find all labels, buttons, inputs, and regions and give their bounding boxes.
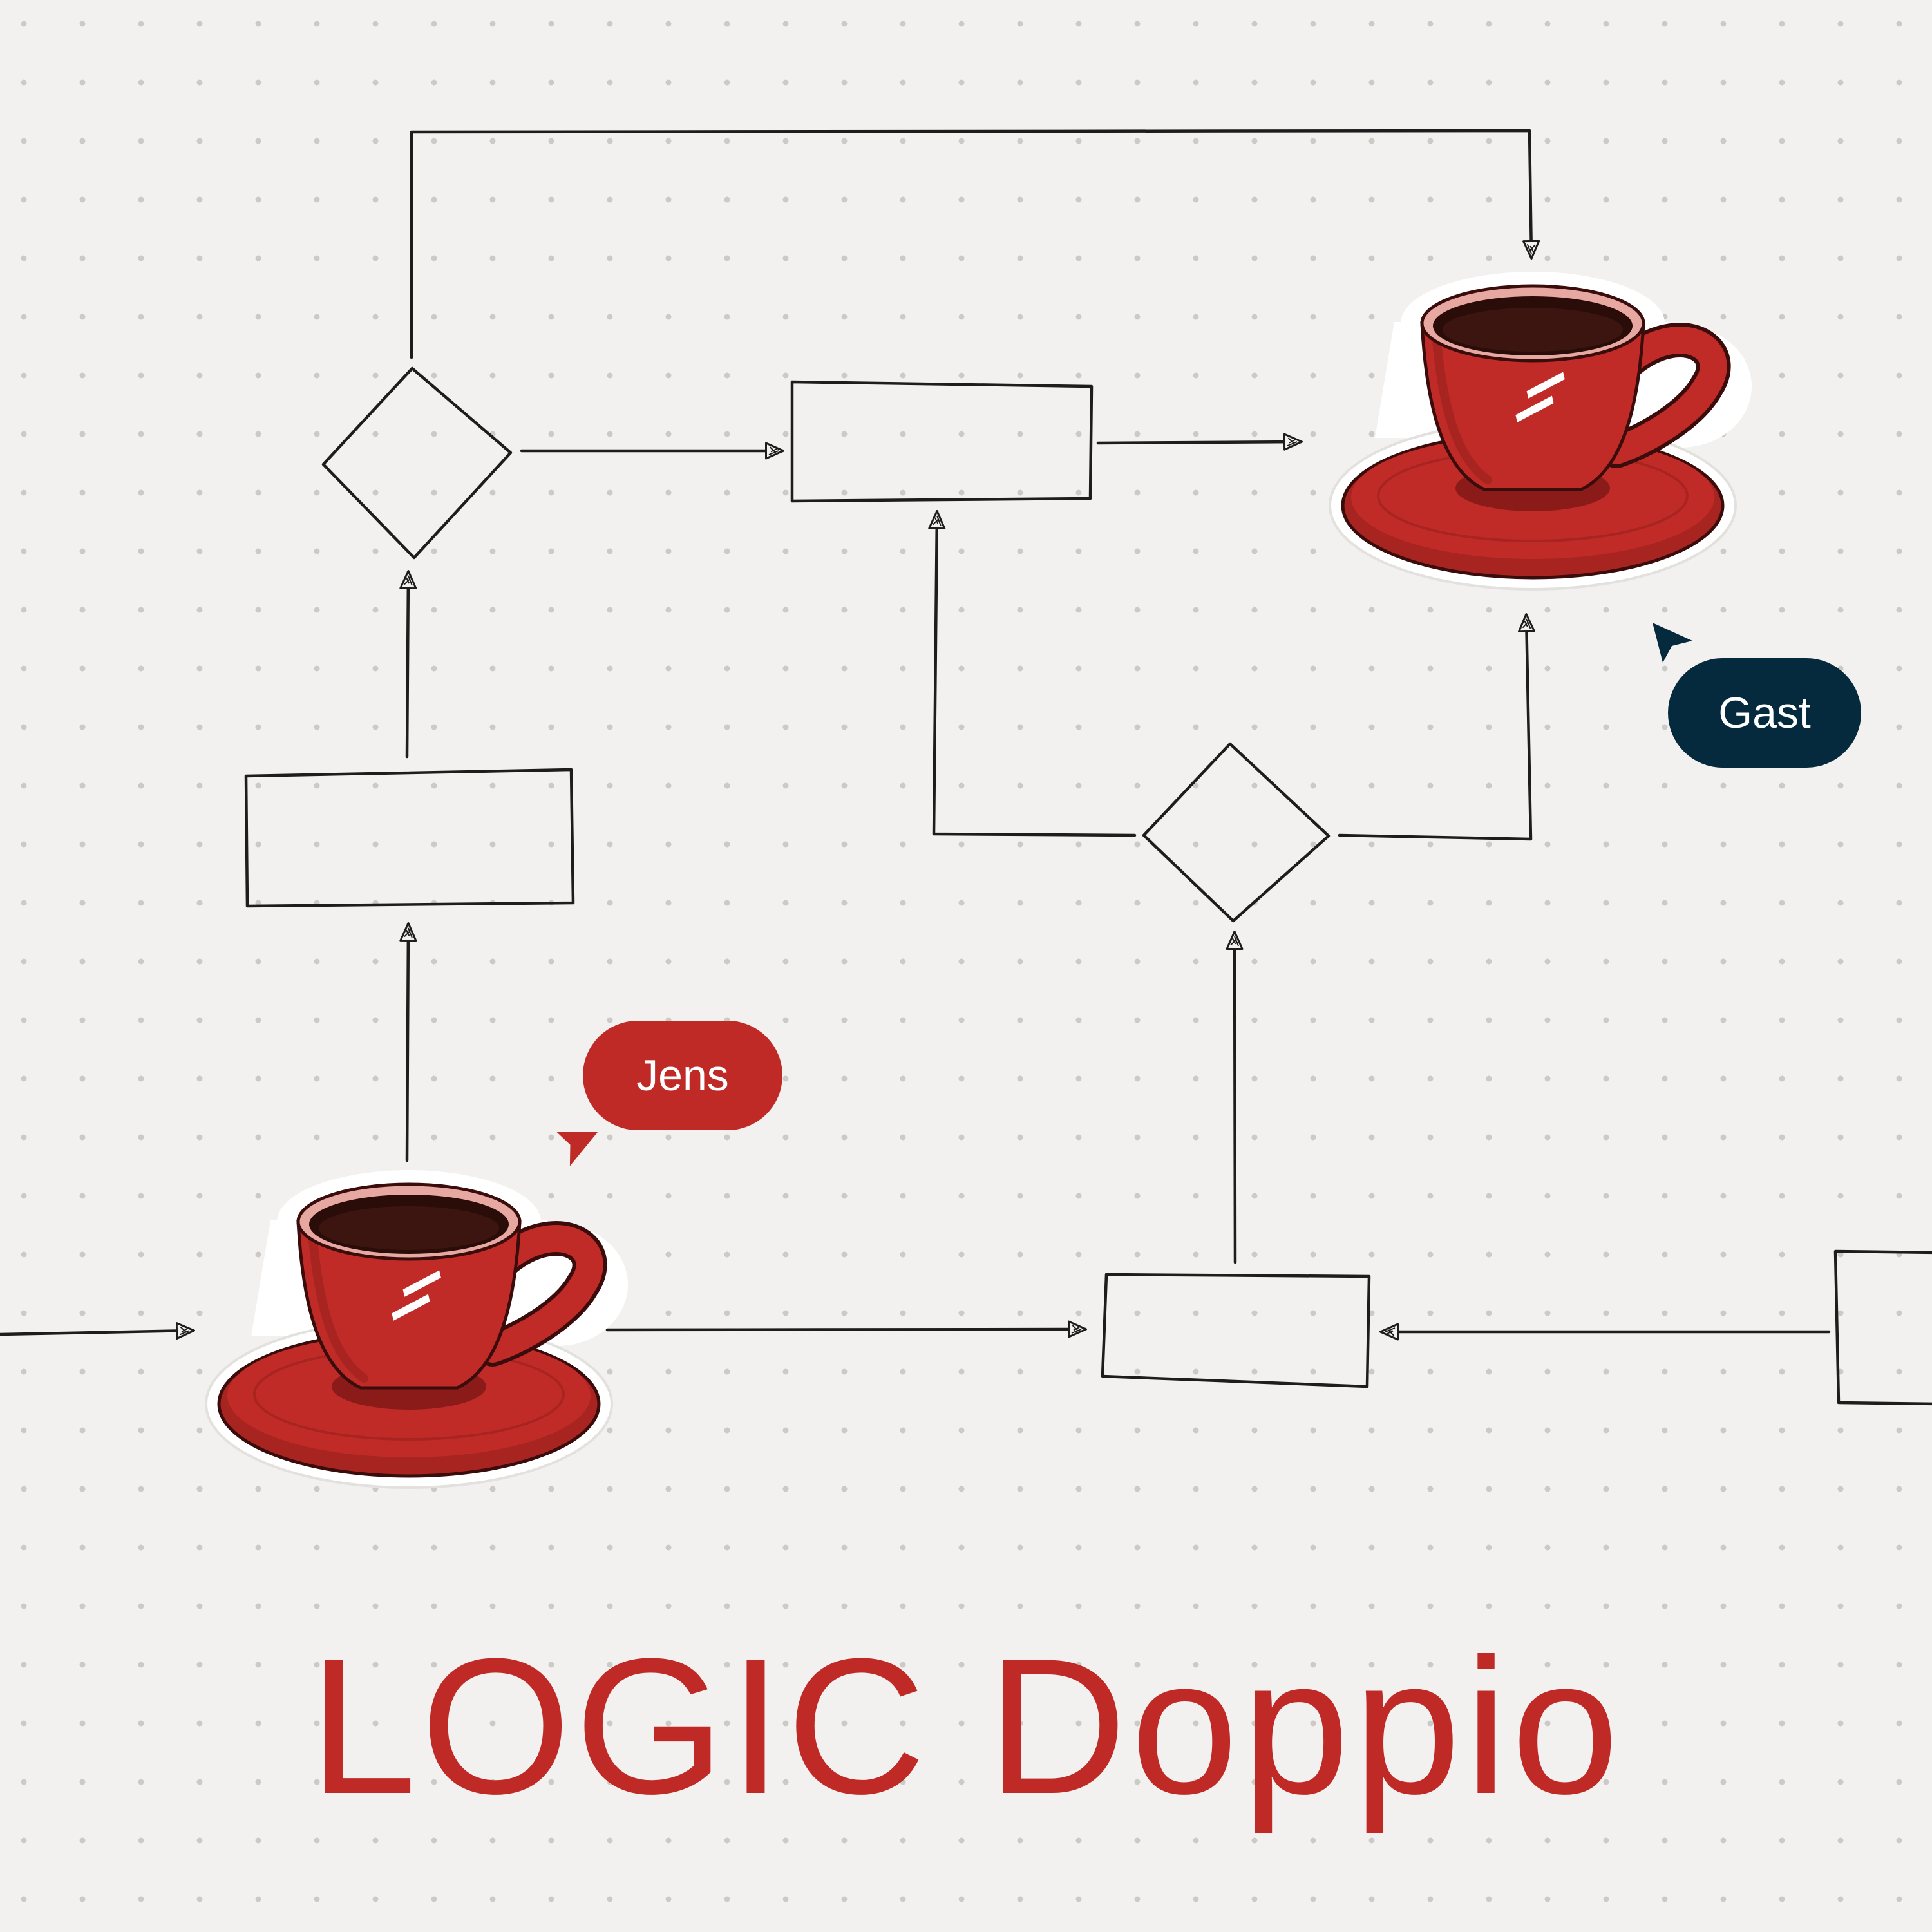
flowchart-shapes [244, 366, 1932, 1406]
connector-cup1-to-box1 [399, 922, 417, 1162]
connector-diamond1-to-cup2 [410, 129, 1540, 359]
process-box-1 [244, 768, 575, 908]
process-box-4 [1833, 1249, 1932, 1406]
collaborator-label-gast: Gast [1668, 658, 1861, 768]
connector-box1-to-diamond1 [399, 570, 417, 759]
process-box-2 [790, 380, 1094, 503]
process-box-3 [1101, 1273, 1371, 1388]
collaborator-label-jens: Jens [583, 1021, 782, 1130]
connector-diamond2-to-cup2 [1338, 613, 1536, 841]
decision-diamond-2 [1142, 742, 1331, 923]
connector-cup1-to-box3 [605, 1320, 1087, 1338]
flowchart-connectors [0, 129, 1831, 1341]
decision-diamond-1 [321, 366, 513, 560]
page-title: LOGIC Doppio [309, 1618, 1623, 1834]
connector-box2-to-cup2 [1096, 433, 1303, 451]
connector-left-to-cup1 [0, 1322, 195, 1340]
connector-diamond2-to-box2 [928, 510, 1137, 837]
